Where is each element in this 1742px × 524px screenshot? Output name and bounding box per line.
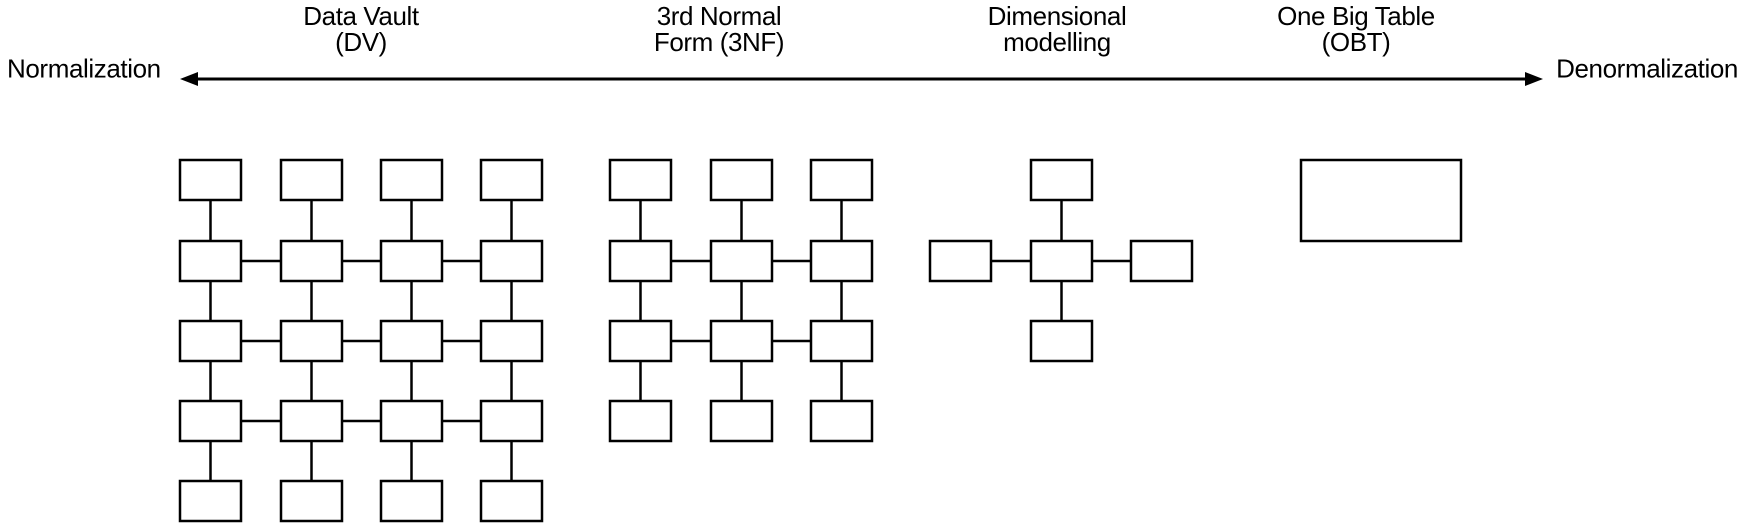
section-label-line: Dimensional	[987, 1, 1127, 31]
section-label-line: (OBT)	[1321, 27, 1391, 57]
arrowhead-right	[1525, 72, 1543, 86]
data-vault-table-box	[178, 319, 243, 363]
arrowhead-left	[180, 72, 198, 86]
data-vault-table-box	[379, 158, 444, 202]
third-normal-form-table-box	[709, 239, 774, 283]
data-vault-table-box	[279, 479, 344, 523]
third-normal-form-table-box	[709, 319, 774, 363]
third-normal-form-table-box	[809, 158, 874, 202]
third-normal-form-table-box	[709, 399, 774, 443]
section-label-line: modelling	[1003, 27, 1111, 57]
third-normal-form-table-box	[809, 399, 874, 443]
data-vault-table-box	[379, 319, 444, 363]
section-label-data-vault: Data Vault (DV)	[303, 1, 419, 57]
data-vault-table-box	[479, 158, 544, 202]
normalization-label: Normalization	[7, 53, 161, 84]
data-vault-table-box	[279, 158, 344, 202]
data-vault-table-box	[279, 399, 344, 443]
data-vault-table-box	[479, 399, 544, 443]
data-vault-table-box	[178, 158, 243, 202]
one-big-table-box	[1299, 158, 1463, 243]
dimensional-modelling-fact-box	[1029, 239, 1094, 283]
data-vault-table-box	[279, 319, 344, 363]
section-label-line: Data Vault	[303, 1, 419, 31]
data-vault-table-box	[178, 479, 243, 523]
section-label-one-big-table: One Big Table (OBT)	[1277, 3, 1435, 55]
denormalization-label: Denormalization	[1556, 53, 1738, 84]
section-label-third-normal-form: 3rd Normal Form (3NF)	[653, 1, 785, 57]
data-vault-table-box	[379, 239, 444, 283]
data-vault-table-box	[279, 239, 344, 283]
dimensional-modelling-dimension-box	[1129, 239, 1194, 283]
dimensional-modelling-dimension-box	[1029, 158, 1094, 202]
section-label-line: Form (3NF)	[653, 27, 785, 57]
dimensional-modelling-dimension-box	[928, 239, 993, 283]
data-vault-table-box	[178, 399, 243, 443]
third-normal-form-table-box	[608, 239, 673, 283]
dimensional-modelling-dimension-box	[1029, 319, 1094, 363]
data-vault-table-box	[379, 479, 444, 523]
data-vault-table-box	[479, 239, 544, 283]
third-normal-form-table-box	[608, 158, 673, 202]
third-normal-form-table-box	[608, 319, 673, 363]
section-label-dimensional-modelling: Dimensional modelling	[988, 3, 1127, 55]
section-label-line: (DV)	[335, 27, 387, 57]
third-normal-form-table-box	[608, 399, 673, 443]
section-label-line: One Big Table	[1277, 1, 1435, 31]
data-vault-table-box	[479, 319, 544, 363]
section-label-line: 3rd Normal	[656, 1, 782, 31]
third-normal-form-table-box	[809, 319, 874, 363]
data-vault-table-box	[178, 239, 243, 283]
third-normal-form-table-box	[709, 158, 774, 202]
third-normal-form-table-box	[809, 239, 874, 283]
data-vault-table-box	[479, 479, 544, 523]
data-vault-table-box	[379, 399, 444, 443]
